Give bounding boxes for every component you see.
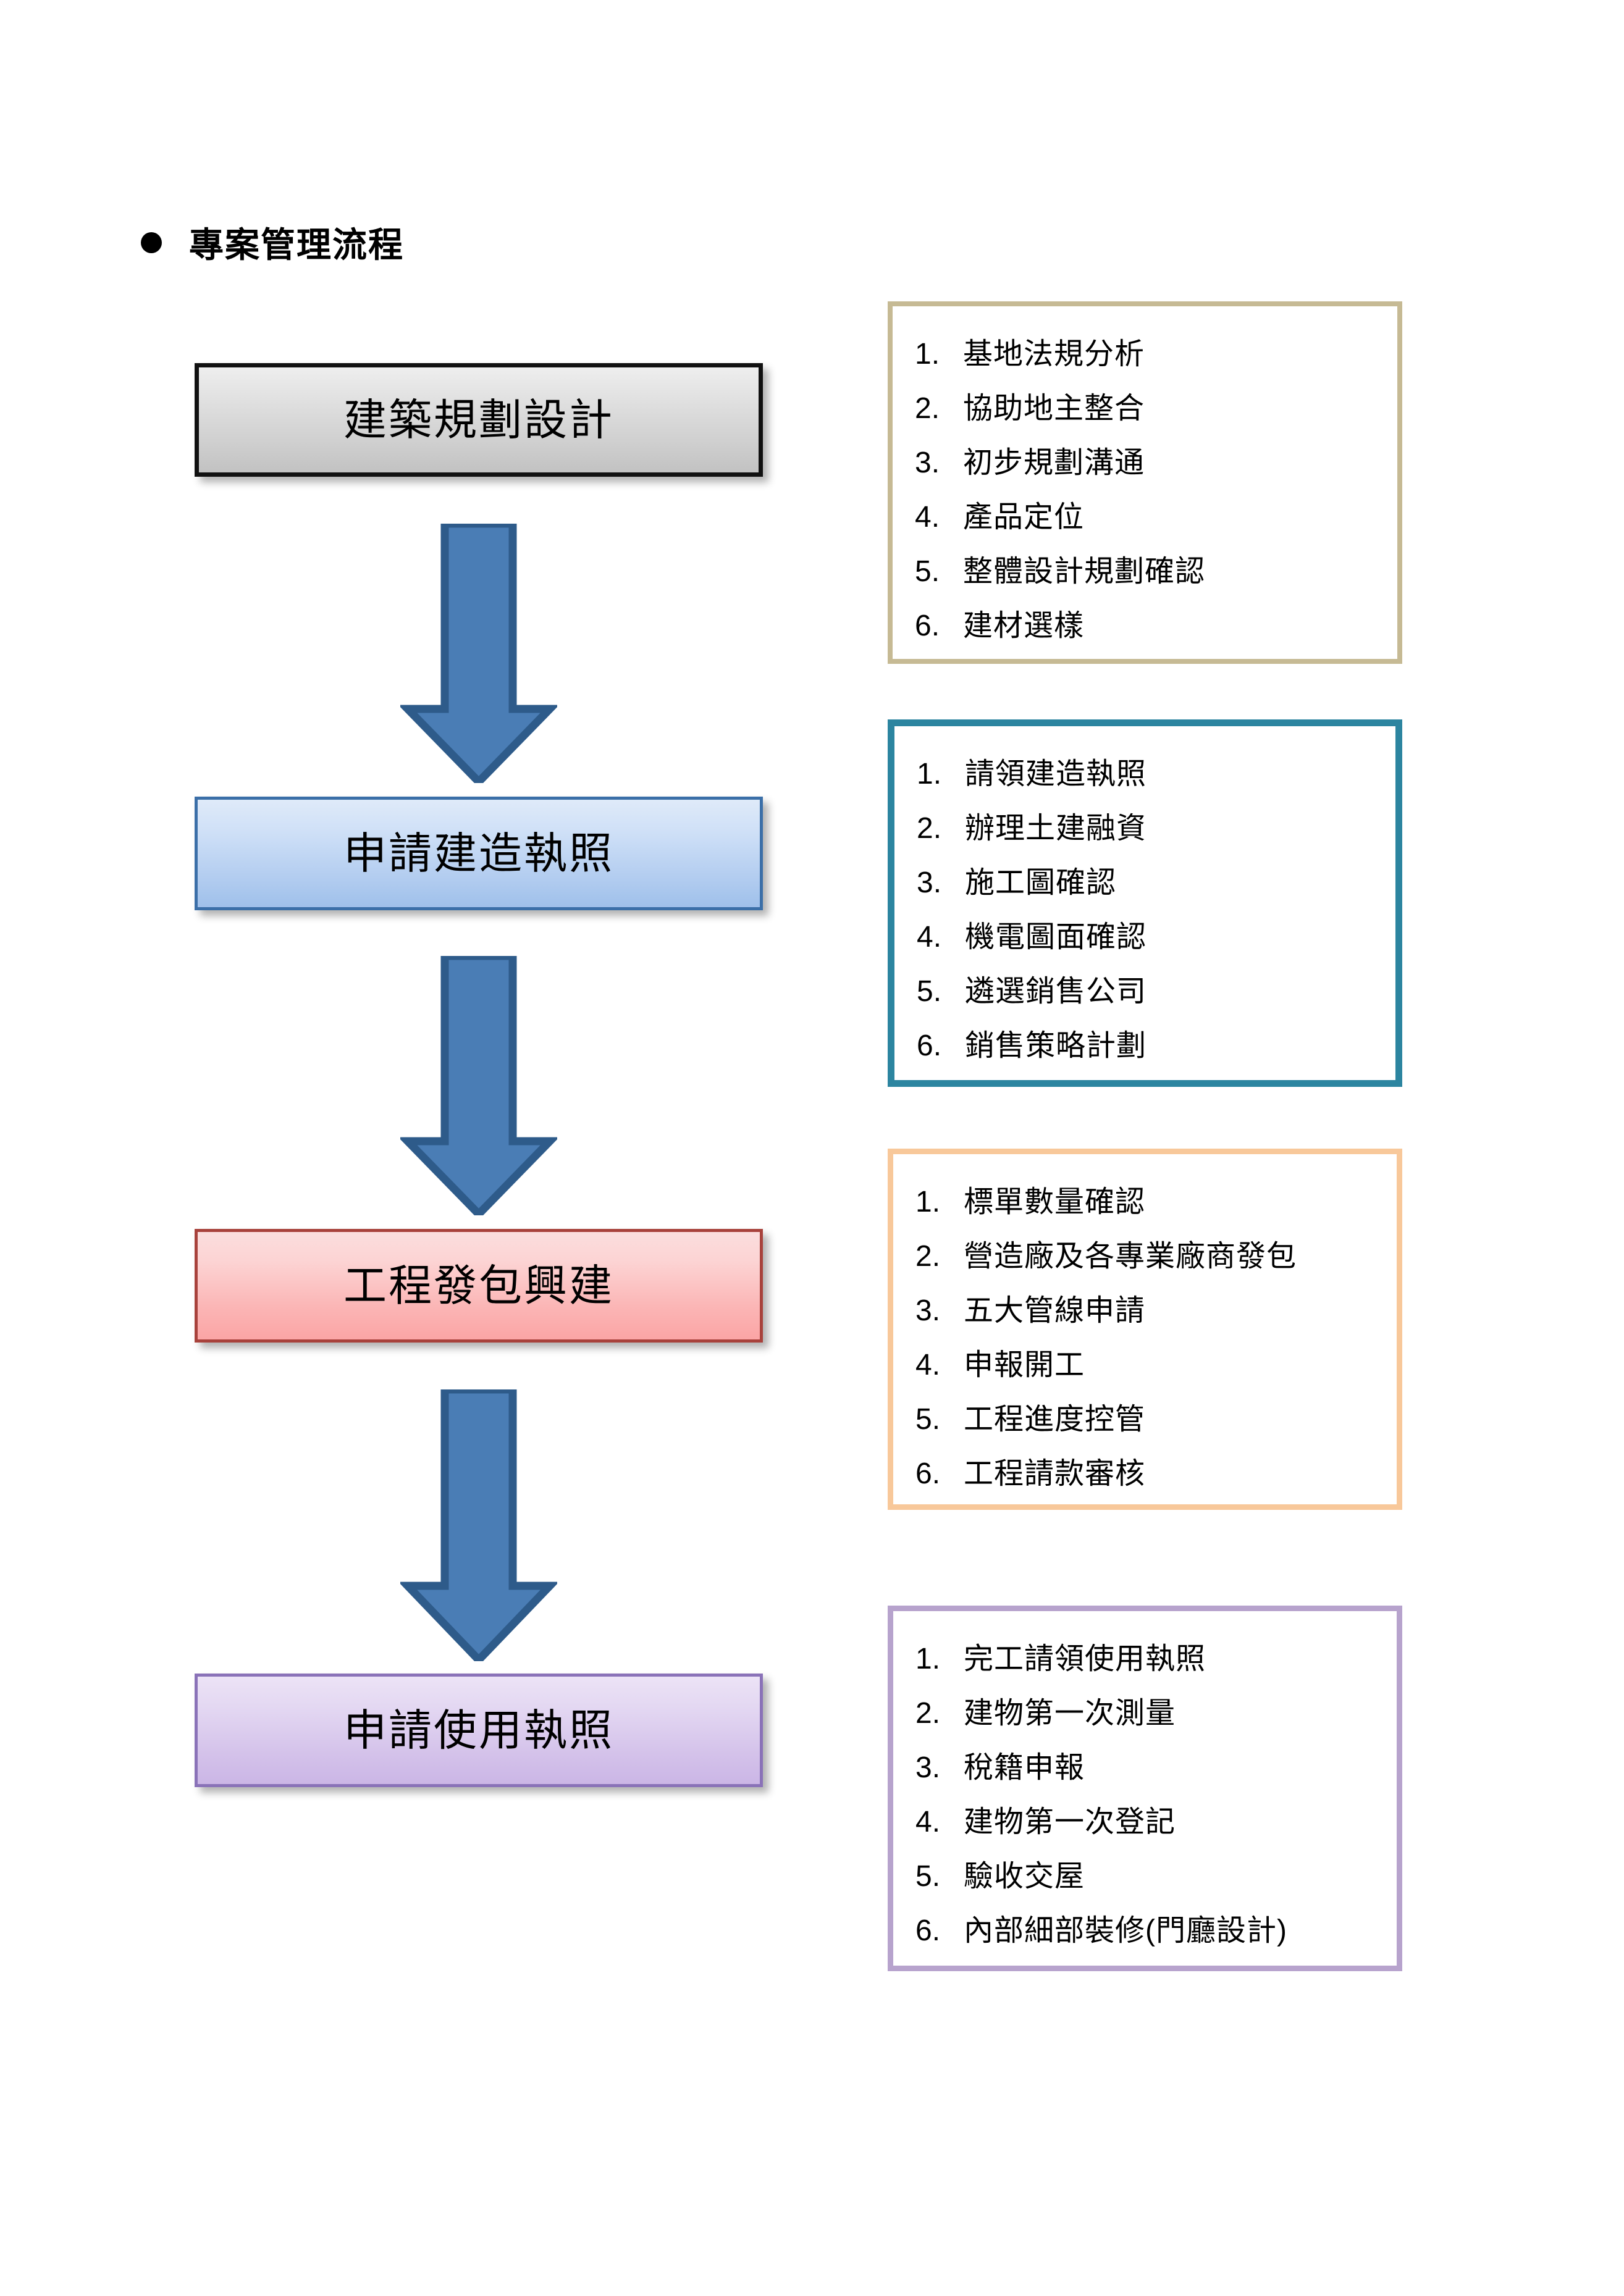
down-arrow-icon (400, 524, 557, 783)
detail-list-box-4: 1. 完工請領使用執照 2. 建物第一次測量 3. 稅籍申報 4. 建物第一次登… (888, 1606, 1402, 1971)
process-step-box-4: 申請使用執照 (195, 1674, 763, 1787)
list-item-number: 6. (915, 1457, 941, 1490)
list-item: 3. 五大管線申請 (915, 1284, 1378, 1338)
list-item-text: 產品定位 (963, 501, 1085, 534)
down-arrow-icon (400, 1389, 557, 1661)
list-item-text: 協助地主整合 (963, 392, 1145, 425)
process-step-label: 申請使用執照 (343, 1706, 614, 1754)
list-item: 1. 標單數量確認 (915, 1175, 1378, 1230)
process-step-box-3: 工程發包興建 (195, 1229, 763, 1343)
process-step-box-2: 申請建造執照 (195, 797, 763, 910)
list-item-text: 遴選銷售公司 (965, 975, 1147, 1008)
list-item-number: 6. (915, 610, 940, 642)
detail-list: 1. 請領建造執照 2. 辦理土建融資 3. 施工圖確認 4. 機電圖面確認 5… (917, 747, 1377, 1073)
detail-list-box-1: 1. 基地法規分析 2. 協助地主整合 3. 初步規劃溝通 4. 產品定位 5.… (888, 301, 1402, 664)
list-item-number: 3. (915, 1751, 941, 1784)
detail-list-box-3: 1. 標單數量確認 2. 營造廠及各專業廠商發包 3. 五大管線申請 4. 申報… (888, 1149, 1402, 1510)
list-item: 2. 辦理土建融資 (917, 802, 1377, 856)
detail-list: 1. 基地法規分析 2. 協助地主整合 3. 初步規劃溝通 4. 產品定位 5.… (915, 327, 1379, 653)
list-item: 2. 協助地主整合 (915, 382, 1379, 436)
list-item-number: 2. (915, 1240, 941, 1273)
list-item-text: 建物第一次登記 (964, 1806, 1176, 1838)
list-item-text: 建材選樣 (963, 610, 1085, 642)
list-item-text: 初步規劃溝通 (963, 446, 1145, 479)
list-item-text: 辦理土建融資 (965, 812, 1147, 845)
list-item-number: 3. (915, 1294, 941, 1327)
list-item-text: 五大管線申請 (964, 1294, 1146, 1327)
list-item-text: 機電圖面確認 (965, 921, 1147, 953)
list-item-text: 內部細部裝修(門廳設計) (964, 1914, 1287, 1947)
list-item-text: 驗收交屋 (964, 1860, 1085, 1893)
list-item-number: 3. (917, 866, 942, 899)
list-item-text: 請領建造執照 (965, 758, 1147, 790)
process-step-label: 工程發包興建 (343, 1262, 614, 1310)
list-item-text: 銷售策略計劃 (965, 1029, 1147, 1062)
list-item: 5. 驗收交屋 (915, 1850, 1378, 1904)
list-item: 5. 工程進度控管 (915, 1393, 1378, 1447)
list-item-number: 5. (915, 555, 940, 588)
list-item: 6. 內部細部裝修(門廳設計) (915, 1904, 1378, 1958)
list-item-number: 1. (915, 1643, 941, 1675)
list-item-number: 5. (915, 1403, 941, 1436)
process-step-label: 建築規劃設計 (343, 396, 614, 444)
list-item: 4. 申報開工 (915, 1338, 1378, 1393)
list-item: 5. 整體設計規劃確認 (915, 545, 1379, 599)
list-item-number: 1. (917, 758, 942, 790)
list-item-text: 建物第一次測量 (964, 1697, 1176, 1730)
process-step-label: 申請建造執照 (343, 829, 614, 878)
list-item: 3. 稅籍申報 (915, 1741, 1378, 1795)
list-item: 4. 建物第一次登記 (915, 1795, 1378, 1850)
list-item-number: 4. (915, 501, 940, 534)
list-item-number: 1. (915, 338, 940, 371)
list-item: 3. 施工圖確認 (917, 856, 1377, 910)
list-item-number: 4. (915, 1806, 941, 1838)
down-arrow-icon (400, 956, 557, 1215)
list-item-text: 完工請領使用執照 (964, 1643, 1206, 1675)
process-step-box-1: 建築規劃設計 (195, 363, 763, 477)
list-item-number: 6. (915, 1914, 941, 1947)
page-title: 專案管理流程 (141, 217, 404, 267)
list-item-number: 5. (917, 975, 942, 1008)
list-item: 4. 產品定位 (915, 490, 1379, 545)
list-item-number: 4. (915, 1349, 941, 1381)
list-item: 6. 工程請款審核 (915, 1447, 1378, 1501)
detail-list-box-2: 1. 請領建造執照 2. 辦理土建融資 3. 施工圖確認 4. 機電圖面確認 5… (888, 719, 1402, 1087)
page-title-text: 專案管理流程 (189, 225, 404, 264)
detail-list: 1. 標單數量確認 2. 營造廠及各專業廠商發包 3. 五大管線申請 4. 申報… (915, 1175, 1378, 1501)
list-item-text: 標單數量確認 (964, 1186, 1146, 1218)
list-item: 1. 完工請領使用執照 (915, 1632, 1378, 1686)
list-item: 4. 機電圖面確認 (917, 910, 1377, 965)
list-item-text: 基地法規分析 (963, 338, 1145, 371)
list-item-number: 1. (915, 1186, 941, 1218)
list-item-text: 營造廠及各專業廠商發包 (964, 1240, 1297, 1273)
list-item: 2. 建物第一次測量 (915, 1686, 1378, 1741)
list-item-number: 2. (915, 1697, 941, 1730)
list-item-number: 2. (917, 812, 942, 845)
list-item-text: 工程請款審核 (964, 1457, 1146, 1490)
list-item-number: 4. (917, 921, 942, 953)
list-item: 2. 營造廠及各專業廠商發包 (915, 1230, 1378, 1284)
detail-list: 1. 完工請領使用執照 2. 建物第一次測量 3. 稅籍申報 4. 建物第一次登… (915, 1632, 1378, 1958)
list-item: 6. 建材選樣 (915, 599, 1379, 653)
list-item: 6. 銷售策略計劃 (917, 1019, 1377, 1073)
bullet-dot-icon (141, 232, 162, 253)
list-item: 1. 基地法規分析 (915, 327, 1379, 382)
list-item: 3. 初步規劃溝通 (915, 436, 1379, 490)
list-item-number: 6. (917, 1029, 942, 1062)
list-item-number: 2. (915, 392, 940, 425)
list-item-number: 5. (915, 1860, 941, 1893)
list-item-text: 稅籍申報 (964, 1751, 1085, 1784)
list-item: 1. 請領建造執照 (917, 747, 1377, 802)
list-item-text: 申報開工 (964, 1349, 1085, 1381)
list-item: 5. 遴選銷售公司 (917, 965, 1377, 1019)
list-item-text: 整體設計規劃確認 (963, 555, 1206, 588)
list-item-number: 3. (915, 446, 940, 479)
list-item-text: 施工圖確認 (965, 866, 1117, 899)
list-item-text: 工程進度控管 (964, 1403, 1146, 1436)
